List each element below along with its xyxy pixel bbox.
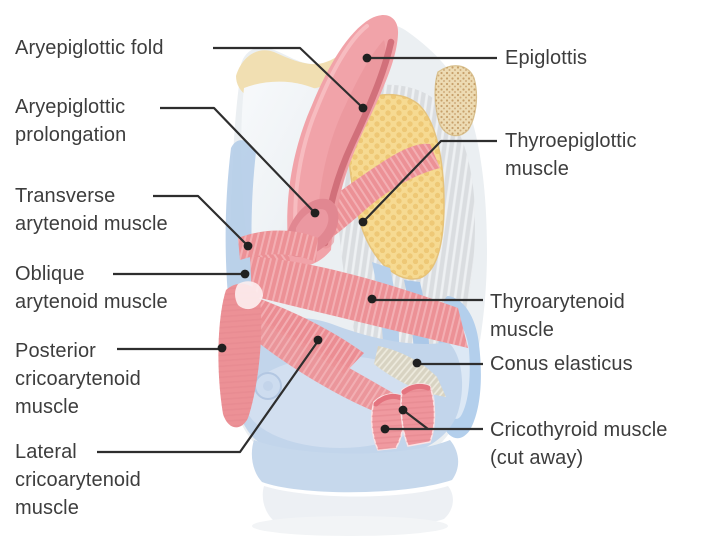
posterior-border-blue-strip [225, 140, 256, 329]
dot-aryepiglottic-fold [358, 103, 368, 113]
label-aryepiglottic-prolongation: Aryepiglottic prolongation [15, 96, 127, 146]
leader-thyroepiglottic [362, 139, 497, 223]
leader-aryepiglottic-fold [213, 46, 364, 109]
transverse-arytenoid-shape [238, 230, 318, 262]
label-epiglottis: Epiglottis [505, 47, 588, 69]
larynx-anatomy [218, 15, 487, 536]
label-thyroepiglottic-muscle: Thyroepiglottic muscle [505, 130, 637, 180]
label-aryepiglottic-fold: Aryepiglottic fold [15, 37, 164, 59]
base-shadow [252, 516, 448, 536]
dot-transverse-arytenoid [243, 241, 253, 251]
leader-lines [97, 46, 497, 454]
lower-muscle-band [250, 316, 398, 413]
leader-transverse-arytenoid [153, 194, 249, 247]
thyroarytenoid-shape [250, 256, 468, 348]
trachea-ring-blue [251, 440, 459, 493]
dot-epiglottis [362, 53, 372, 63]
posterior-cricoarytenoid-shape [218, 281, 263, 428]
dot-lateral-cricoarytenoid [313, 335, 323, 345]
dot-thyroepiglottic [358, 217, 368, 227]
leader-lateral-cricoarytenoid [97, 340, 319, 454]
dot-conus-elasticus [412, 358, 422, 368]
label-lateral-cricoarytenoid-muscle: Lateral cricoarytenoid muscle [15, 441, 141, 519]
label-oblique-arytenoid-muscle: Oblique arytenoid muscle [15, 263, 168, 313]
dot-thyroarytenoid [367, 294, 377, 304]
dot-aryepiglottic-prolongation [310, 208, 320, 218]
dot-cricothyroid-upper [398, 405, 408, 415]
leader-cricothyroid-branch [402, 409, 429, 430]
cricothyroid-stump-left [370, 393, 405, 451]
lateral-cricoarytenoid-shape [250, 296, 364, 374]
dot-posterior-cricoarytenoid [217, 343, 227, 353]
leader-aryepiglottic-prolongation [160, 106, 316, 214]
thyroid-cartilage-cut-edge [434, 65, 478, 137]
label-conus-elasticus: Conus elasticus [490, 353, 633, 375]
label-transverse-arytenoid-muscle: Transverse arytenoid muscle [15, 185, 168, 235]
dot-oblique-arytenoid [240, 269, 250, 279]
cricothyroid-stump-right [400, 383, 436, 447]
leader-dots [217, 53, 422, 434]
conus-elasticus-shape [374, 346, 446, 397]
dot-cricothyroid-lower [380, 424, 390, 434]
label-thyroarytenoid-muscle: Thyroarytenoid muscle [490, 291, 625, 341]
label-cricothyroid-muscle: Cricothyroid muscle (cut away) [490, 419, 668, 469]
label-posterior-cricoarytenoid-muscle: Posterior cricoarytenoid muscle [15, 340, 141, 418]
